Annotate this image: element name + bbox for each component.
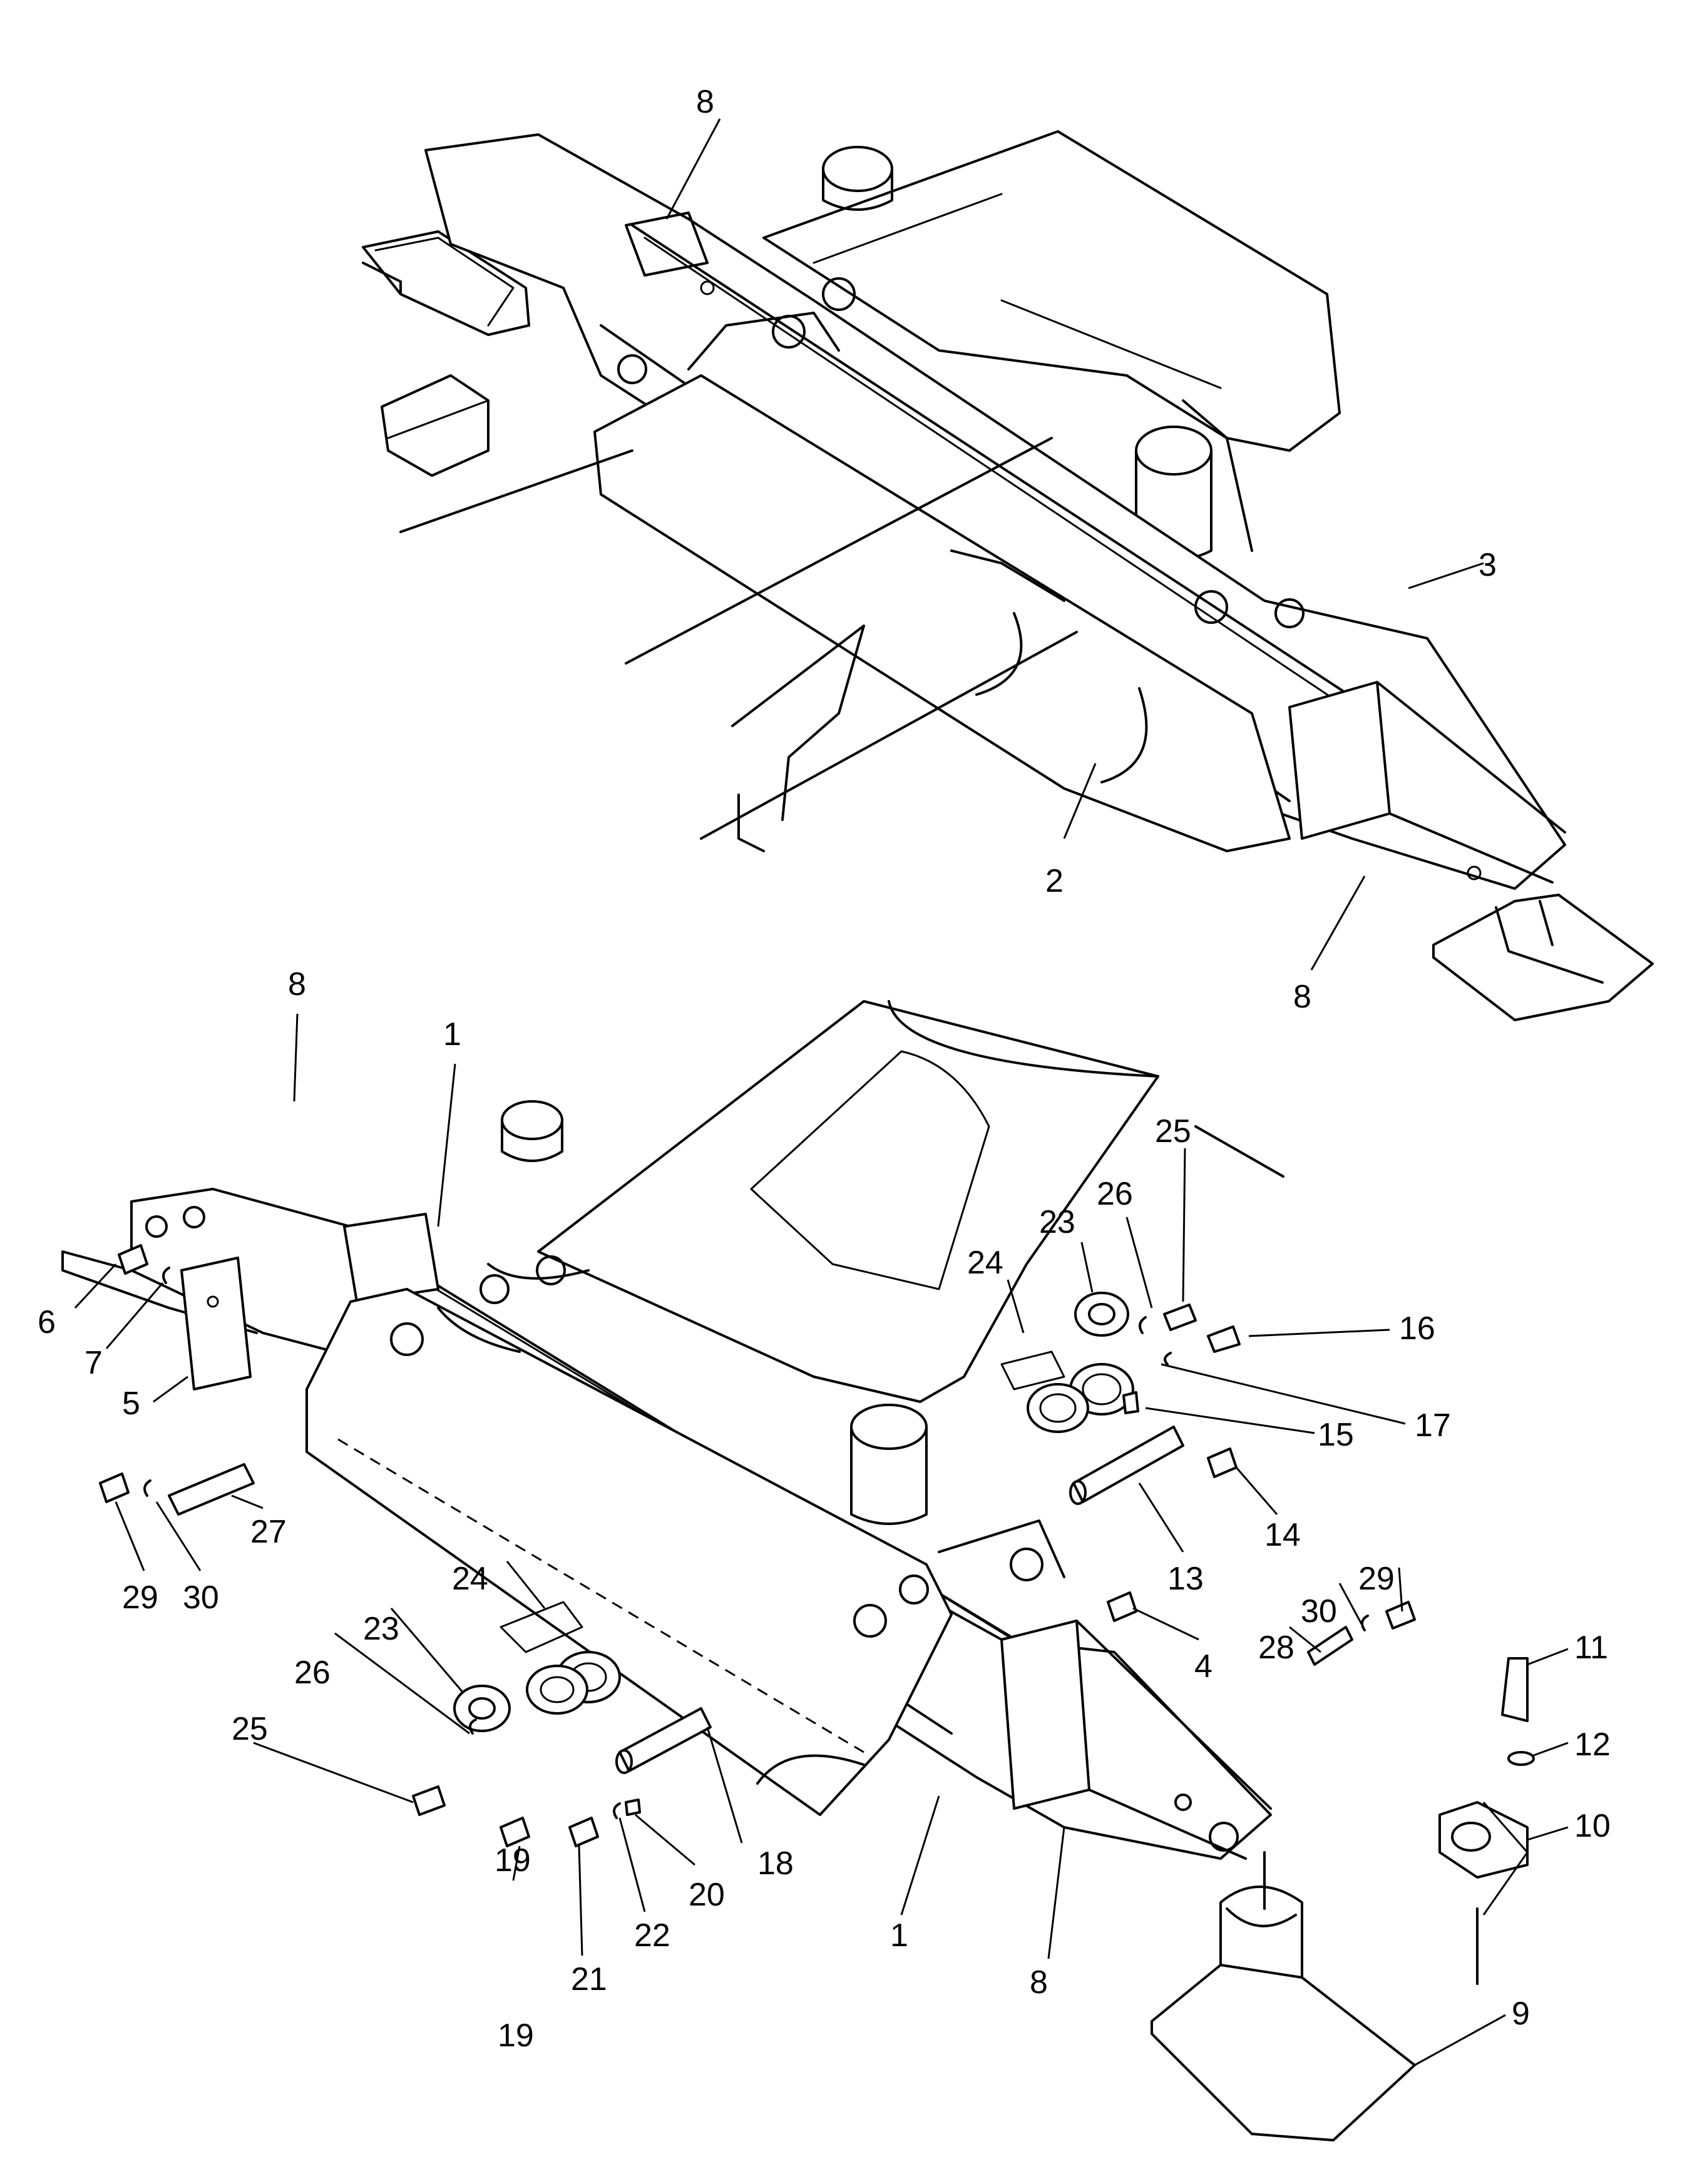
callout-1-bottom: 1 bbox=[890, 1917, 908, 1954]
callout-23-left: 23 bbox=[363, 1611, 399, 1647]
callout-30-left: 30 bbox=[183, 1579, 219, 1616]
callout-30-right: 30 bbox=[1301, 1593, 1337, 1630]
callout-5: 5 bbox=[122, 1385, 140, 1422]
lower-pivot-beam bbox=[305, 1255, 1065, 1816]
upper-track-frame-lines bbox=[381, 374, 1078, 852]
bolt-25-left bbox=[412, 1785, 446, 1816]
callout-7: 7 bbox=[85, 1345, 103, 1381]
plate-5 bbox=[180, 1257, 252, 1391]
callout-10: 10 bbox=[1574, 1808, 1611, 1844]
callout-29-right: 29 bbox=[1358, 1561, 1395, 1597]
shaft-13 bbox=[1072, 1426, 1184, 1503]
pin-20 bbox=[625, 1799, 641, 1816]
pin-27 bbox=[168, 1463, 255, 1516]
callout-upper-2: 2 bbox=[1045, 863, 1064, 899]
cap-23-right bbox=[1074, 1292, 1129, 1337]
callout-18: 18 bbox=[757, 1845, 794, 1882]
bolt-29-right bbox=[1385, 1601, 1416, 1630]
cap-10 bbox=[1438, 1801, 1529, 1879]
callout-15: 15 bbox=[1318, 1417, 1354, 1453]
fitting-4 bbox=[1107, 1591, 1137, 1622]
callout-26-left: 26 bbox=[294, 1655, 331, 1691]
callout-8-bottom: 8 bbox=[1030, 1964, 1048, 2001]
shaft-18 bbox=[618, 1707, 712, 1772]
callout-16: 16 bbox=[1399, 1310, 1435, 1347]
washer-12 bbox=[1507, 1751, 1535, 1766]
right-pivot-parts bbox=[1000, 1292, 1416, 1666]
callout-19-upper: 19 bbox=[495, 1842, 531, 1879]
upper-equalizer-bar bbox=[424, 133, 1566, 890]
pin-15 bbox=[1122, 1391, 1139, 1414]
callout-8-left: 8 bbox=[288, 966, 306, 1003]
upper-right-track-pad bbox=[1432, 894, 1654, 1021]
callout-17: 17 bbox=[1415, 1407, 1451, 1444]
lower-main-frame bbox=[501, 1000, 1284, 1525]
callout-22: 22 bbox=[634, 1917, 670, 1954]
bolt-6 bbox=[118, 1244, 148, 1275]
bolt-11 bbox=[1501, 1657, 1529, 1722]
pin-28 bbox=[1307, 1626, 1353, 1666]
callout-upper-8-bottom: 8 bbox=[1293, 979, 1311, 1015]
callout-23-right: 23 bbox=[1039, 1204, 1075, 1240]
callout-12: 12 bbox=[1574, 1727, 1611, 1763]
callout-labels: 8 3 2 8 8 1 25 26 23 24 16 6 7 17 15 5 1… bbox=[38, 84, 1611, 2054]
callout-upper-3: 3 bbox=[1479, 547, 1497, 583]
callout-9: 9 bbox=[1512, 1996, 1530, 2032]
callout-29-left: 29 bbox=[122, 1579, 158, 1616]
callout-upper-8-top: 8 bbox=[696, 84, 714, 120]
callout-28: 28 bbox=[1258, 1630, 1294, 1666]
bolt-29-left bbox=[99, 1472, 130, 1503]
callout-21: 21 bbox=[571, 1961, 607, 1998]
bolt-25-right bbox=[1163, 1304, 1197, 1331]
cap-23-left bbox=[453, 1685, 511, 1732]
bolt-16 bbox=[1207, 1325, 1241, 1353]
callout-14: 14 bbox=[1264, 1517, 1301, 1553]
callout-24-right: 24 bbox=[967, 1245, 1003, 1281]
fitting-14 bbox=[1207, 1447, 1238, 1478]
fitting-19 bbox=[500, 1817, 530, 1847]
callout-6: 6 bbox=[38, 1304, 56, 1340]
lower-exploded-view bbox=[61, 1000, 1569, 2141]
left-pivot-parts bbox=[99, 1244, 712, 1847]
callout-4: 4 bbox=[1194, 1648, 1212, 1685]
callout-20: 20 bbox=[689, 1877, 725, 1913]
callout-25-right: 25 bbox=[1155, 1113, 1191, 1150]
callout-27: 27 bbox=[250, 1514, 287, 1550]
callout-26-right: 26 bbox=[1097, 1176, 1133, 1212]
callout-13: 13 bbox=[1167, 1561, 1204, 1597]
bolt-21 bbox=[568, 1817, 599, 1847]
callout-19: 19 bbox=[498, 2018, 534, 2054]
upper-lower-beam bbox=[593, 277, 1305, 852]
callout-1-top: 1 bbox=[443, 1016, 461, 1053]
callout-25-left: 25 bbox=[232, 1711, 268, 1747]
callout-11: 11 bbox=[1574, 1630, 1608, 1666]
upper-assembly-view bbox=[362, 118, 1654, 1021]
upper-left-track-pad bbox=[362, 230, 530, 336]
upper-main-frame bbox=[762, 130, 1341, 561]
callout-24-left: 24 bbox=[452, 1561, 488, 1597]
lower-right-track-shoe bbox=[1151, 1657, 1535, 2141]
